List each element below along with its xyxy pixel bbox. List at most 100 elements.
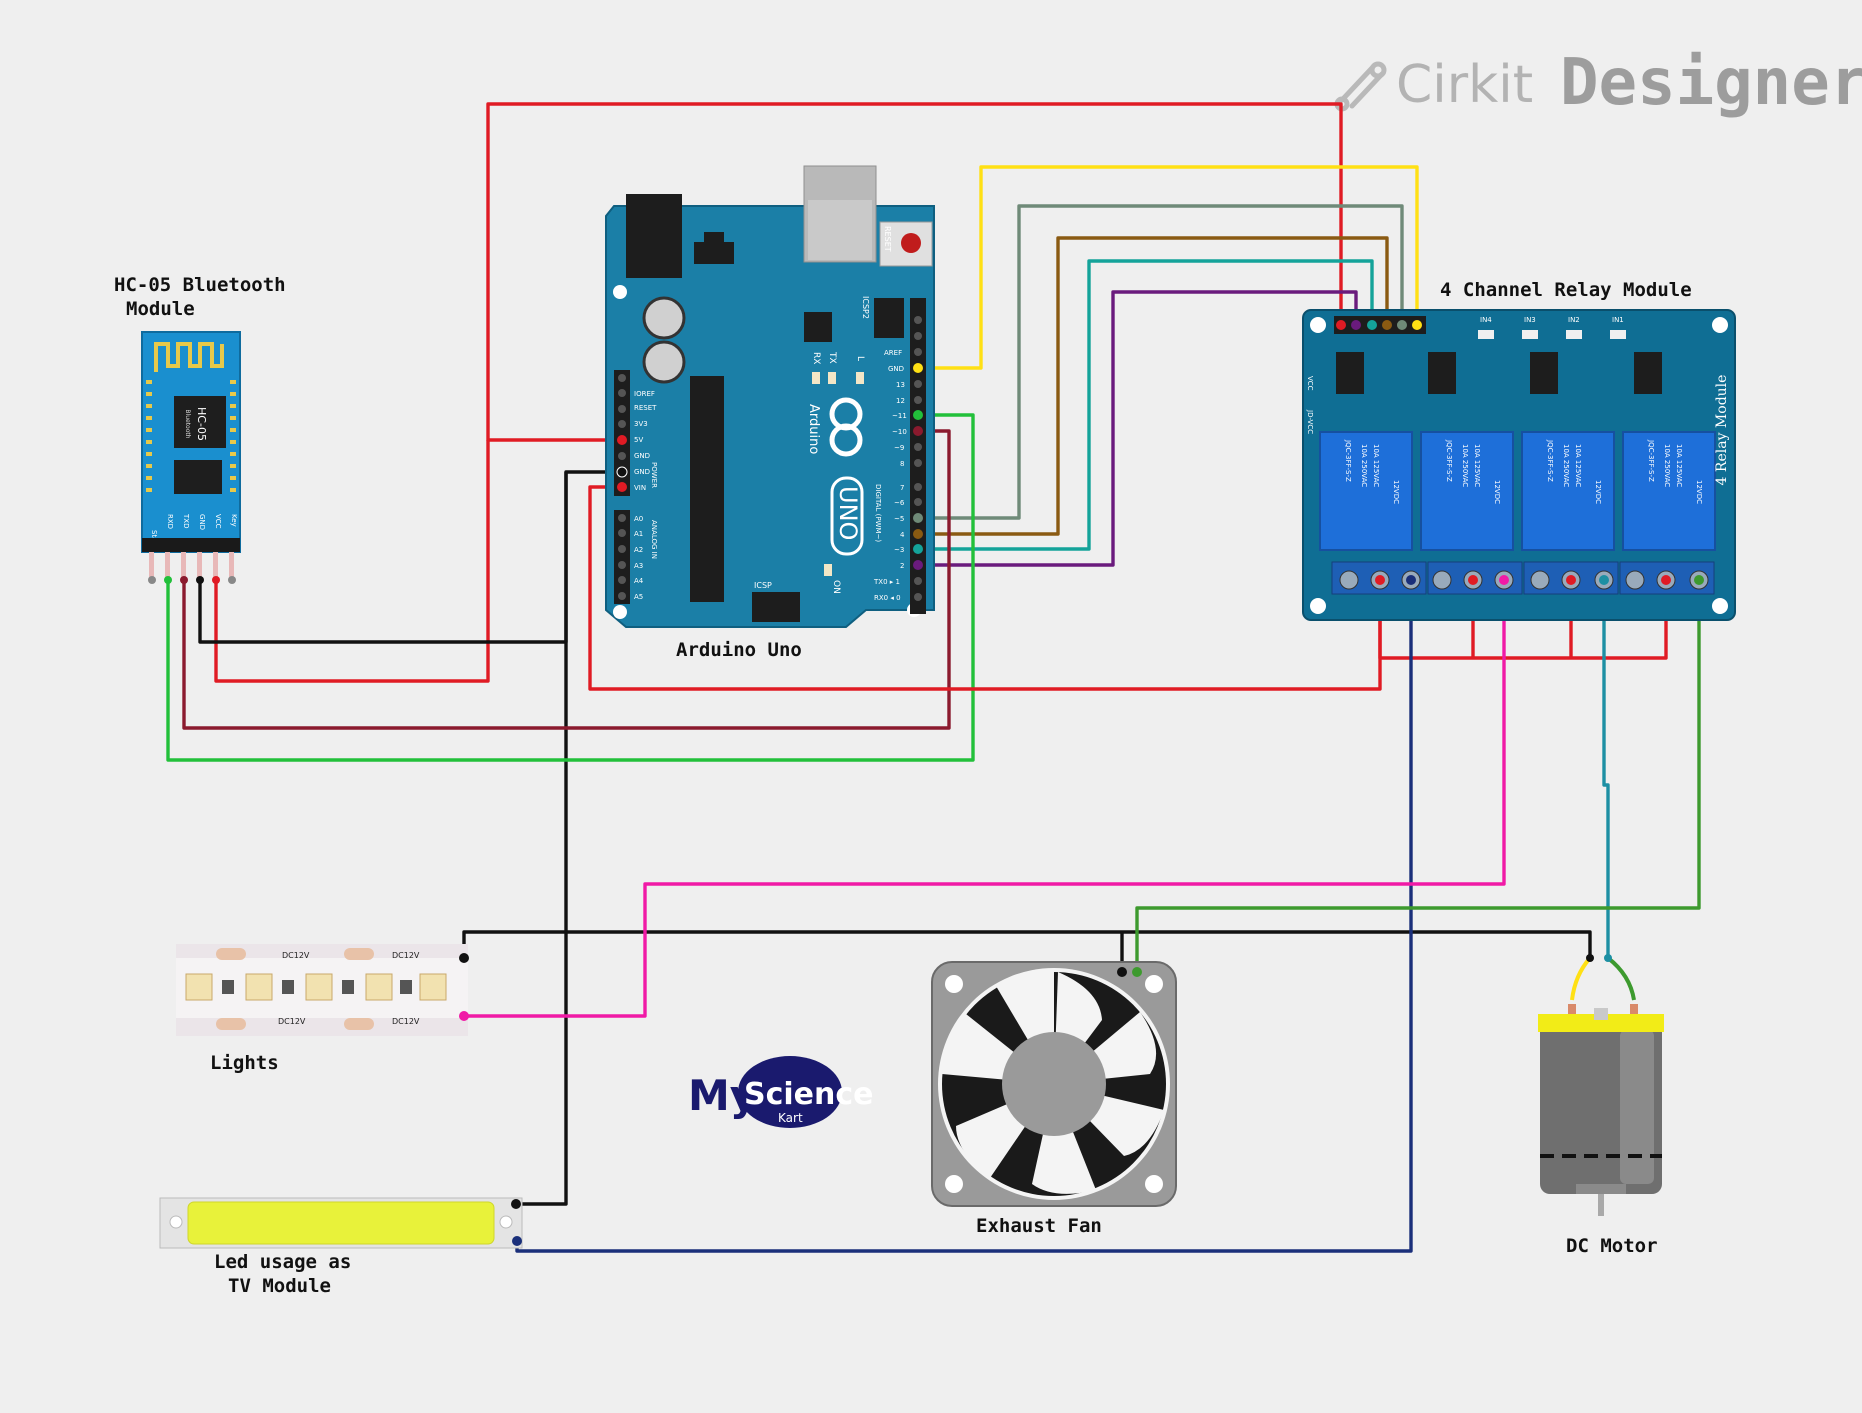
wire-relay-to-fan[interactable] (1135, 580, 1701, 972)
arduino-rx-text: RX (811, 352, 821, 364)
arduino-pin-gnd-digital[interactable] (913, 363, 923, 373)
relay-4-rating-1: 10A 250VAC (1663, 444, 1671, 487)
exhaust-fan[interactable]: Exhaust Fan (931, 961, 1177, 1237)
lights-leds (185, 973, 447, 1001)
hc05-label-line2: Module (126, 298, 195, 320)
motor-terminal-positive[interactable] (1604, 954, 1612, 962)
motor-terminal-negative[interactable] (1586, 954, 1594, 962)
wire-relay-to-lights[interactable] (464, 580, 1506, 1018)
wire-gnd-to-fan-motor[interactable] (566, 930, 1592, 958)
myscience-kart-logo: My Science Kart (688, 1056, 874, 1128)
relay-module[interactable]: IN4 IN3 IN2 IN1 VCC JD-VCC JQC-3FF-S-Z 1… (1302, 279, 1736, 621)
wire-d2-to-in4[interactable] (918, 290, 1358, 567)
arduino-pin-gnd[interactable] (616, 466, 628, 478)
arduino-pin-d5[interactable] (913, 513, 923, 523)
relay-mount-hole-3 (1310, 598, 1326, 614)
wire-d4-to-in2[interactable] (918, 236, 1389, 536)
arduino-pin-label-7: 7 (900, 484, 904, 492)
hc05-chip-2 (174, 460, 222, 494)
arduino-digital-pin-labels: AREF GND 13 12 ~11 ~10 ~9 8 7 ~6 ~5 4 ~3… (873, 349, 907, 602)
arduino-pin-label-3: ~3 (894, 546, 904, 554)
brand-name-bold: Designer (1560, 46, 1862, 120)
arduino-pin-label-3v3: 3V3 (634, 420, 648, 428)
hc05-chip-text: HC-05 (195, 407, 208, 441)
relay-top-label-in4: IN4 (1480, 316, 1492, 324)
arduino-capacitor-2 (642, 340, 686, 384)
relay-channel-1[interactable]: JQC-3FF-S-Z 10A 250VAC 10A 125VAC 12VDC (1319, 431, 1413, 551)
arduino-pin-5v[interactable] (617, 435, 627, 445)
arduino-pin-label-a1: A1 (634, 530, 643, 538)
arduino-pin-label-6: ~6 (894, 499, 905, 507)
hc05-chip (174, 396, 226, 448)
arduino-pin-label-a4: A4 (634, 577, 644, 585)
arduino-pin-label-1: TX0 ▸ 1 (873, 578, 900, 586)
motor-cap (1538, 1014, 1664, 1032)
lights-terminal-positive[interactable] (459, 1011, 469, 1021)
hc05-chip-subtext: Bluetooth (184, 409, 191, 438)
arduino-icsp-text: ICSP (754, 581, 772, 590)
hc05-header (142, 538, 240, 552)
arduino-tx-led (828, 372, 836, 384)
arduino-pin-vin[interactable] (617, 482, 627, 492)
arduino-power-jack (626, 194, 682, 278)
arduino-uno[interactable]: RESET ICSP2 ICSP RX TX L ON Arduino (605, 165, 935, 661)
relay-channel-3[interactable]: JQC-3FF-S-Z 10A 250VAC 10A 125VAC 12VDC (1521, 431, 1615, 551)
tv-led-hole-right (499, 1215, 513, 1229)
relay-label: 4 Channel Relay Module (1440, 279, 1692, 301)
arduino-pin-label-0: RX0 ◂ 0 (874, 594, 901, 602)
arduino-rx-led (812, 372, 820, 384)
tv-led-terminal-negative[interactable] (511, 1199, 521, 1209)
lights-pads (216, 948, 374, 1030)
fan-mount-hole-2 (1145, 975, 1163, 993)
tv-led-module[interactable]: Led usage as TV Module (159, 1197, 523, 1297)
myscience-logo-science: Science (744, 1077, 874, 1112)
arduino-power-header (614, 370, 630, 496)
wire-d5-to-in1[interactable] (918, 204, 1404, 520)
arduino-pin-d3[interactable] (913, 544, 923, 554)
fan-terminal-negative[interactable] (1117, 967, 1127, 977)
arduino-power-pin-labels: IOREF RESET 3V3 5V GND GND VIN POWER (634, 390, 658, 492)
arduino-tx-text: TX (827, 351, 837, 364)
relay-channel-4[interactable]: JQC-3FF-S-Z 10A 250VAC 10A 125VAC 12VDC (1622, 431, 1716, 551)
motor-terminal-1 (1568, 1004, 1576, 1014)
arduino-reset-text: RESET (883, 226, 892, 252)
arduino-analog-header-text: ANALOG IN (650, 520, 658, 559)
relay-2-rating-2: 10A 125VAC (1473, 444, 1481, 487)
wire-5v-to-bt-vcc[interactable] (214, 440, 490, 683)
wire-d10-to-bt-txd[interactable] (182, 429, 951, 730)
wire-gnd-to-relay-gnd[interactable] (918, 165, 1419, 370)
wire-5v-to-relay-vcc[interactable] (486, 102, 1343, 442)
fan-label: Exhaust Fan (976, 1215, 1102, 1237)
arduino-pin-d10[interactable] (913, 426, 923, 436)
lights-led-strip[interactable]: DC12V DC12V DC12V DC12V Lights (176, 944, 469, 1074)
wire-gnd-to-lights[interactable] (462, 930, 566, 958)
relay-mount-hole-2 (1712, 317, 1728, 333)
hc05-antenna (154, 342, 224, 372)
myscience-logo-ellipse (738, 1056, 842, 1128)
arduino-pin-label-gnd2: GND (634, 468, 650, 476)
relay-optocouplers (1336, 352, 1662, 394)
arduino-pin-d11[interactable] (913, 410, 923, 420)
arduino-reset-button[interactable] (901, 233, 921, 253)
wire-gnd-to-bt-gnd[interactable] (198, 470, 622, 644)
fan-mount-hole-4 (1145, 1175, 1163, 1193)
dc-motor[interactable]: DC Motor (1538, 954, 1664, 1257)
wire-d11-to-bt-rxd[interactable] (166, 413, 975, 762)
lights-terminal-negative[interactable] (459, 953, 469, 963)
arduino-pin-label-a5: A5 (634, 593, 643, 601)
wire-d3-to-in3[interactable] (918, 259, 1374, 551)
fan-terminal-positive[interactable] (1132, 967, 1142, 977)
arduino-pin-label-5v: 5V (634, 436, 643, 444)
arduino-pin-d4[interactable] (913, 529, 923, 539)
cirkit-designer-logo: Cirkit Designer (1334, 46, 1862, 120)
hc05-bluetooth-module[interactable]: HC-05 Bluetooth State RXD TXD GND VCC Ke… (114, 274, 286, 584)
wire-gnd-bus[interactable] (502, 472, 568, 1206)
hc05-pins (148, 552, 236, 584)
wire-relay-to-motor[interactable] (1602, 580, 1610, 958)
relay-screw-terminals (1331, 561, 1715, 595)
relay-channel-2[interactable]: JQC-3FF-S-Z 10A 250VAC 10A 125VAC 12VDC (1420, 431, 1514, 551)
arduino-pin-d2[interactable] (913, 560, 923, 570)
tv-led-terminal-positive[interactable] (512, 1236, 522, 1246)
relay-3-rating-2: 10A 125VAC (1574, 444, 1582, 487)
motor-lead-green (1606, 956, 1636, 1001)
